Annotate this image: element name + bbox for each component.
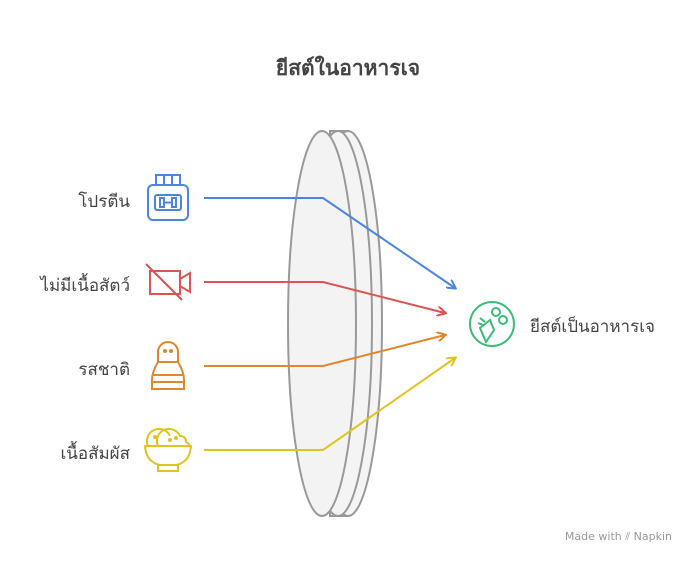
protein-jar-icon [147, 174, 189, 221]
input-label-texture: เนื้อสัมผัส [60, 444, 130, 464]
diagram-title: ยีสต์ในอาหารเจ [275, 56, 421, 80]
arrow-taste [204, 335, 445, 367]
arrow-texture [204, 358, 455, 451]
input-label-taste: รสชาติ [78, 360, 130, 380]
napkin-watermark: Made with ⫽ Napkin [564, 530, 672, 543]
food-bowl-icon [143, 427, 193, 472]
input-label-protein: โปรตีน [78, 192, 130, 212]
video-off-icon [145, 263, 191, 301]
vegetables-icon [469, 301, 515, 347]
arrow-no-meat [204, 281, 445, 313]
salt-shaker-icon [151, 341, 185, 390]
input-label-no-meat: ไม่มีเนื้อสัตว์ [40, 276, 130, 296]
lens [287, 130, 383, 517]
output-label: ยีสต์เป็นอาหารเจ [530, 317, 656, 337]
arrow-protein [204, 197, 455, 288]
